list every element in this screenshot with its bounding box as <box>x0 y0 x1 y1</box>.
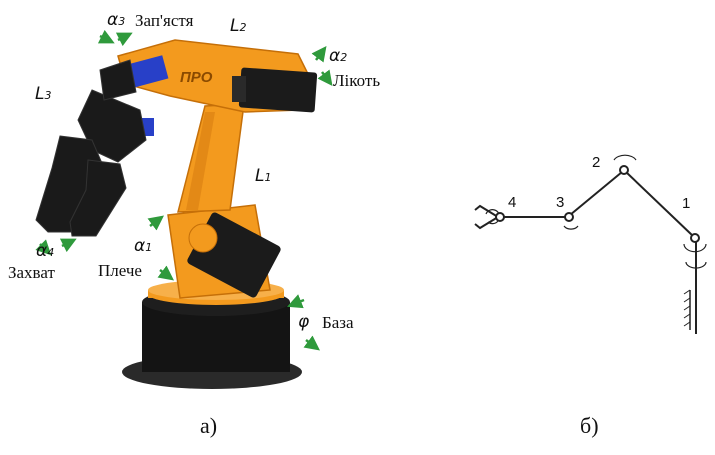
alpha3-symbol: α3 <box>107 10 126 30</box>
shoulder-label: Плече <box>98 261 142 280</box>
robot-arm-illustration <box>35 39 318 389</box>
elbow-label: Лікоть <box>333 71 381 90</box>
schematic-gripper <box>474 204 499 230</box>
joint-number-3: 3 <box>556 194 565 211</box>
l2-symbol: L2 <box>230 16 247 36</box>
l3-symbol: L3 <box>35 84 52 104</box>
caption-a: а) <box>200 413 218 438</box>
caption-b: б) <box>580 413 599 438</box>
schematic-joint-2 <box>619 165 629 175</box>
schematic-link-2-1 <box>625 171 694 237</box>
shoulder-block <box>167 204 281 299</box>
joint-number-2: 2 <box>592 154 601 171</box>
wrist-label: Зап'ястя <box>135 11 194 30</box>
schematic-joint-4 <box>495 212 505 222</box>
joint-number-1: 1 <box>682 195 691 212</box>
motion-arrows <box>35 29 333 351</box>
joint-number-4: 4 <box>508 194 517 211</box>
wrist-servo <box>123 55 169 89</box>
schematic-link-3-2 <box>569 171 623 216</box>
schematic-joint-3 <box>564 212 574 222</box>
arm-logo: ПРО <box>180 69 213 86</box>
l1-symbol: L1 <box>255 166 272 186</box>
elbow-servo <box>238 67 318 113</box>
phi-symbol: φ <box>298 312 310 332</box>
gripper-label: Захват <box>8 263 55 282</box>
gripper-claws <box>35 59 147 237</box>
kinematic-schematic <box>474 154 707 334</box>
base-label: База <box>322 313 354 332</box>
base-pedestal <box>122 280 302 389</box>
alpha4-symbol: α4 <box>36 241 55 261</box>
schematic-joint-1 <box>690 233 700 243</box>
alpha2-symbol: α2 <box>329 46 348 66</box>
alpha1-symbol: α1 <box>134 236 153 256</box>
